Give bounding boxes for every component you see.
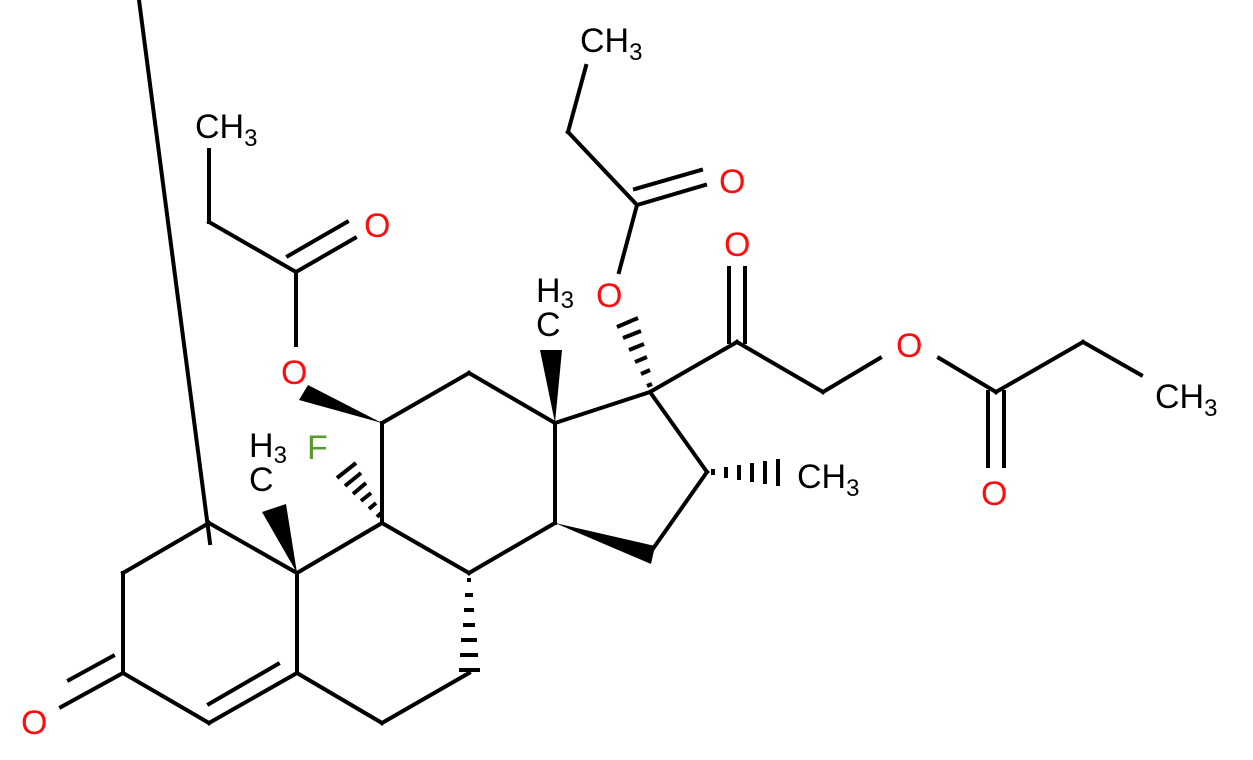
label-ch3-right: CH3 [1155, 378, 1217, 422]
wedge-c11-o [299, 385, 382, 423]
label-ch3-c16: CH3 [797, 458, 859, 502]
hash-c16-methyl [711, 459, 780, 486]
wedge-c10-methyl [262, 504, 297, 573]
label-o-ketone-c20: O [724, 226, 750, 264]
ester-c11 [206, 148, 358, 347]
wedge-c13-methyl [540, 350, 562, 423]
ring-d [552, 389, 710, 556]
label-o-ketone-c3: O [21, 704, 47, 742]
label-o-ester-c17: O [596, 277, 622, 315]
ring-a [58, 0, 300, 726]
hash-c17-o [616, 316, 653, 388]
label-f-c9: F [307, 429, 328, 467]
label-o-ester-c11: O [281, 354, 307, 392]
ring-c [379, 370, 558, 576]
wedge-c14-h [555, 523, 655, 564]
hash-c8-h [459, 578, 480, 672]
ester-c17 [565, 63, 708, 275]
label-ch3-top-left: CH3 [195, 108, 257, 152]
label-o-carbonyl-right: O [981, 475, 1007, 513]
label-o-ester-c21: O [896, 327, 922, 365]
label-o-carbonyl-center: O [719, 163, 745, 201]
label-c10-methyl-c: C [249, 461, 274, 499]
hash-c9-f [335, 461, 383, 519]
label-c13-methyl-h3: H3 [536, 272, 574, 314]
ring-b [294, 520, 472, 726]
label-c10-methyl-h3: H3 [249, 427, 287, 469]
label-c13-methyl-c: C [536, 306, 561, 344]
side-chain-c20-c21 [647, 266, 1144, 468]
label-o-carbonyl-left: O [364, 207, 390, 245]
label-ch3-top-center: CH3 [580, 22, 642, 66]
